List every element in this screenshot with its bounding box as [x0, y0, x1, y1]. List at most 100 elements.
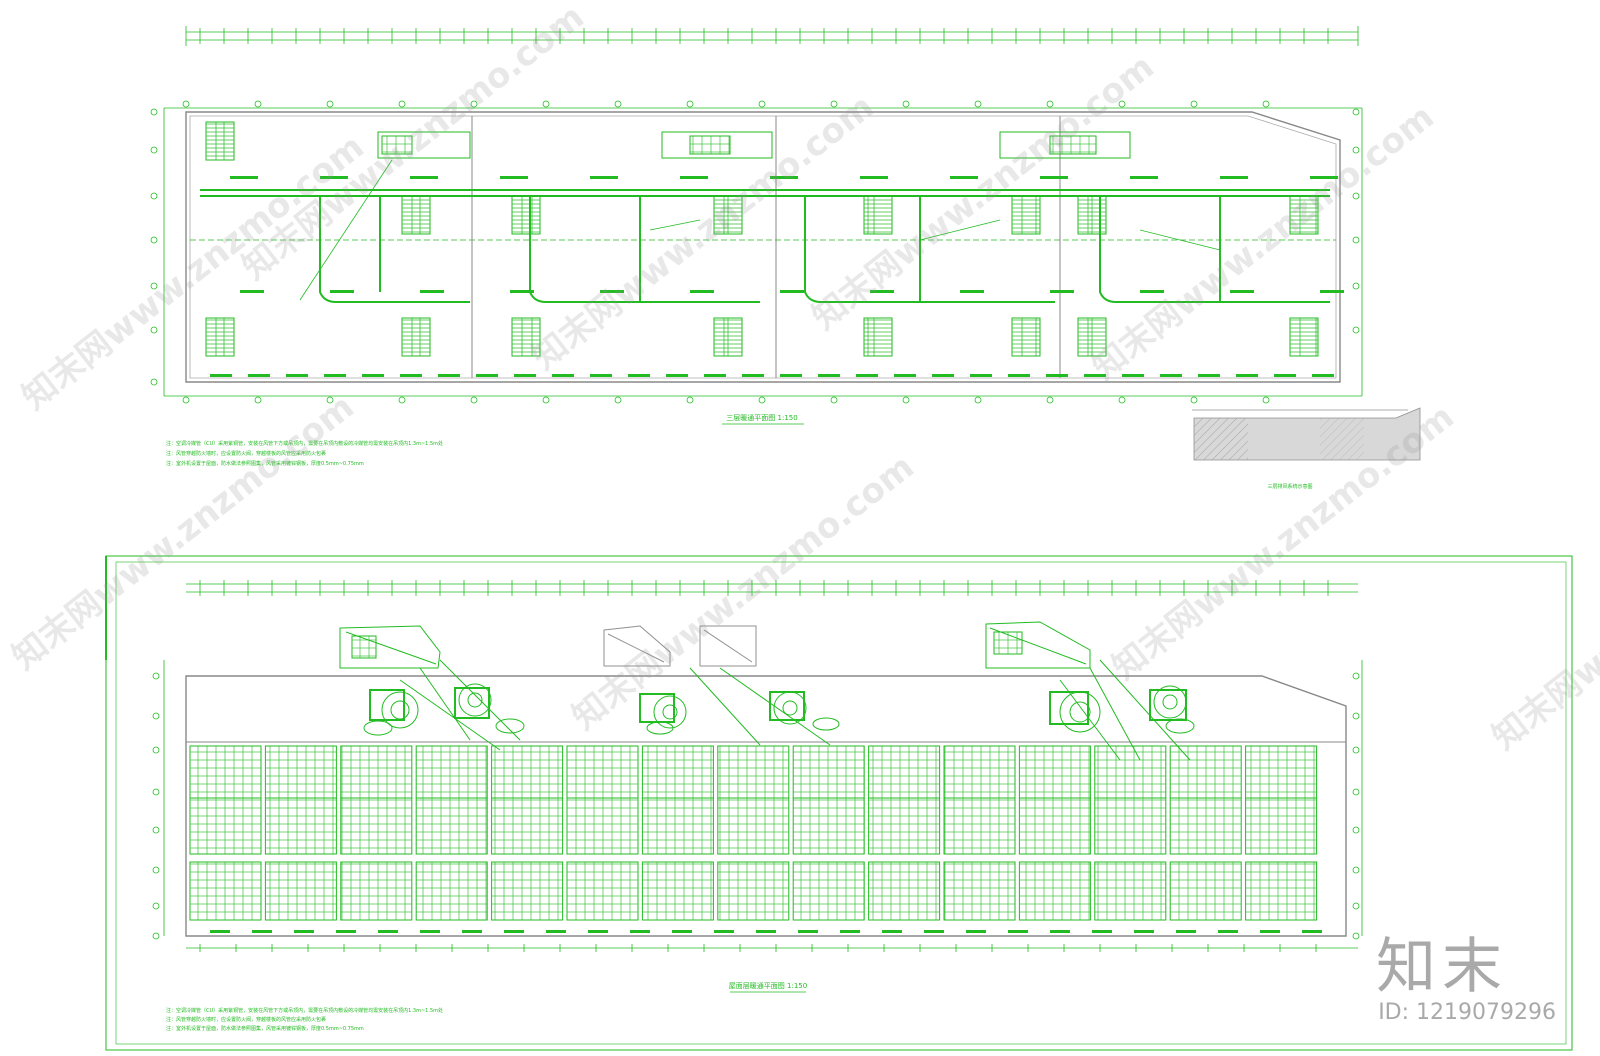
equipment-schedule-table [401, 195, 431, 235]
annotation-label-mark [780, 374, 802, 377]
annotation-label-mark [1220, 176, 1248, 179]
exhaust-system-inset: 三层排风系统示意图 [1192, 407, 1421, 490]
solar-panel-module [943, 797, 1016, 855]
grid-axis-marker [470, 100, 478, 108]
annotation-label-mark [856, 374, 878, 377]
solar-panel-module [868, 797, 941, 855]
annotation-label-mark [1130, 176, 1158, 179]
annotation-label-mark [1122, 374, 1144, 377]
third-floor-plan: 三层暖通平面图 1:150 注：空调冷媒管（CU）采用紫铜管，安装在风管下方或吊… [150, 100, 1363, 467]
annotation-label-mark [1008, 374, 1030, 377]
solar-panel-module [1094, 745, 1167, 799]
grid-axis-marker [974, 396, 982, 404]
equipment-schedule-table [713, 317, 743, 357]
grid-axis-marker [1046, 100, 1054, 108]
solar-panel-module [491, 797, 564, 855]
solar-panel-module [1245, 861, 1318, 921]
annotation-label-mark [330, 290, 354, 293]
grid-axis-marker [150, 378, 158, 386]
annotation-label-mark [590, 374, 612, 377]
solar-panel-module [792, 861, 865, 921]
solar-panel-module [1245, 797, 1318, 855]
grid-axis-marker [254, 396, 262, 404]
grid-axis-marker [152, 712, 160, 720]
roof-plan: 屋面层暖通平面图 1:150 注：空调冷媒管（CU）采用紫铜管，安装在风管下方或… [152, 580, 1363, 1032]
solar-panel-module [415, 797, 488, 855]
annotation-label-mark [780, 290, 804, 293]
solar-panel-module [1018, 861, 1091, 921]
grid-axis-marker [152, 746, 160, 754]
annotation-label-mark [210, 930, 230, 933]
solar-panel-module [340, 797, 413, 855]
grid-axis-marker [830, 396, 838, 404]
solar-panel-module [189, 745, 262, 799]
solar-panel-module [566, 745, 639, 799]
solar-panel-module [264, 861, 337, 921]
grid-axis-marker [470, 396, 478, 404]
grid-axis-marker [1352, 282, 1360, 290]
solar-panel-module [868, 745, 941, 799]
grid-axis-marker [902, 100, 910, 108]
equipment-schedule-table [1077, 317, 1107, 357]
annotation-label-mark [894, 374, 916, 377]
grid-axis-marker [686, 100, 694, 108]
grid-axis-marker [150, 326, 158, 334]
annotation-label-mark [840, 930, 860, 933]
grid-axis-marker [254, 100, 262, 108]
annotation-label-mark [960, 290, 984, 293]
annotation-label-mark [882, 930, 902, 933]
annotation-label-mark [1312, 374, 1334, 377]
roof-note-3: 注：室外机设置于屋面，防水做法参照图集，风管采用镀锌钢板，厚度0.5mm~0.7… [166, 1025, 364, 1032]
solar-panel-module [264, 745, 337, 799]
annotation-label-mark [504, 930, 524, 933]
annotation-label-mark [798, 930, 818, 933]
grid-axis-marker [152, 902, 160, 910]
annotation-label-mark [286, 374, 308, 377]
solar-panel-module [1169, 745, 1242, 799]
equipment-schedule-table [1077, 195, 1107, 235]
annotation-label-mark [770, 176, 798, 179]
grid-axis-marker [1262, 396, 1270, 404]
solar-panel-module [1169, 797, 1242, 855]
annotation-label-mark [1046, 374, 1068, 377]
annotation-label-mark [666, 374, 688, 377]
grid-axis-marker [542, 100, 550, 108]
annotation-label-mark [552, 374, 574, 377]
annotation-label-mark [1176, 930, 1196, 933]
equipment-schedule-table [713, 195, 743, 235]
annotation-label-mark [672, 930, 692, 933]
grid-axis-marker [1352, 712, 1360, 720]
grid-axis-marker [1352, 932, 1360, 940]
grid-axis-marker [974, 100, 982, 108]
grid-axis-marker [686, 396, 694, 404]
grid-axis-marker [830, 100, 838, 108]
grid-axis-marker [150, 192, 158, 200]
annotation-label-mark [546, 930, 566, 933]
solar-panel-module [1094, 861, 1167, 921]
grid-axis-marker [1190, 100, 1198, 108]
grid-axis-marker [150, 146, 158, 154]
annotation-label-mark [462, 930, 482, 933]
grid-axis-marker [150, 108, 158, 116]
solar-panel-module [717, 797, 790, 855]
annotation-label-mark [1140, 290, 1164, 293]
equipment-schedule-table [205, 317, 235, 357]
annotation-label-mark [630, 930, 650, 933]
equipment-schedule-table [401, 317, 431, 357]
grid-axis-marker [1352, 146, 1360, 154]
grid-axis-marker [1352, 788, 1360, 796]
grid-axis-marker [182, 100, 190, 108]
annotation-label-mark [294, 930, 314, 933]
roof-note-2: 注：风管穿越防火墙时，应设置防火阀，穿越楼板的风管应采用防火包裹 [166, 1016, 326, 1023]
annotation-label-mark [438, 374, 460, 377]
solar-panel-module [1245, 745, 1318, 799]
solar-panel-module [641, 861, 714, 921]
annotation-label-mark [588, 930, 608, 933]
annotation-label-mark [248, 374, 270, 377]
solar-panel-module [1169, 861, 1242, 921]
main-duct-runs [200, 189, 1330, 303]
grid-axis-marker [1352, 672, 1360, 680]
brand-logo-text: 知末 [1376, 932, 1508, 1002]
grid-axis-marker [1046, 396, 1054, 404]
annotation-label-mark [1092, 930, 1112, 933]
